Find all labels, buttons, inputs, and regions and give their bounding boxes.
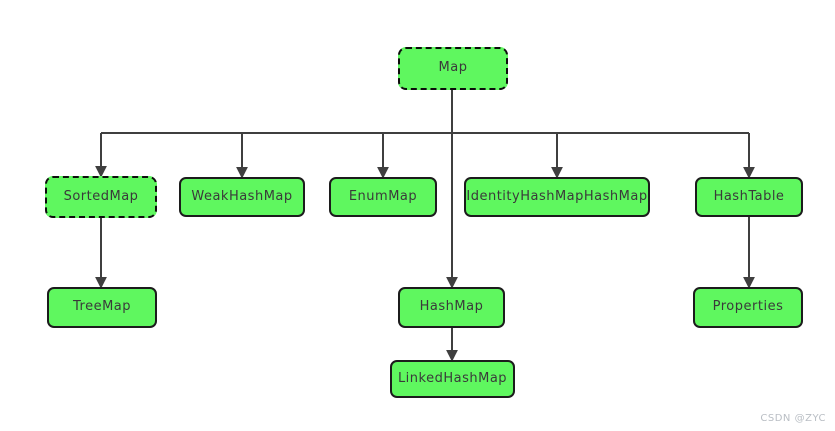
node-treemap-label: TreeMap	[72, 299, 132, 315]
node-linkedhashmap-label: LinkedHashMap	[397, 370, 508, 386]
node-identityhashmaphashmap: IdentityHashMapHashMap	[464, 177, 650, 217]
node-sortedmap-label: SortedMap	[63, 188, 139, 204]
node-treemap: TreeMap	[47, 287, 157, 328]
node-weakhashmap-label: WeakHashMap	[191, 188, 293, 204]
node-sortedmap: SortedMap	[45, 176, 157, 218]
node-hashmap-label: HashMap	[419, 299, 484, 315]
csdn-watermark: CSDN @ZYC	[760, 413, 826, 424]
node-enummap: EnumMap	[329, 177, 437, 217]
node-map-label: Map	[438, 60, 468, 76]
node-hashmap: HashMap	[398, 287, 505, 328]
node-enummap-label: EnumMap	[348, 188, 418, 204]
node-map: Map	[398, 47, 508, 90]
node-hashtable-label: HashTable	[713, 188, 785, 204]
node-identityhashmaphashmap-label: IdentityHashMapHashMap	[466, 188, 648, 204]
node-hashtable: HashTable	[695, 177, 803, 217]
node-properties-label: Properties	[712, 299, 784, 315]
node-properties: Properties	[693, 287, 803, 328]
node-linkedhashmap: LinkedHashMap	[390, 360, 515, 398]
node-weakhashmap: WeakHashMap	[179, 177, 305, 217]
